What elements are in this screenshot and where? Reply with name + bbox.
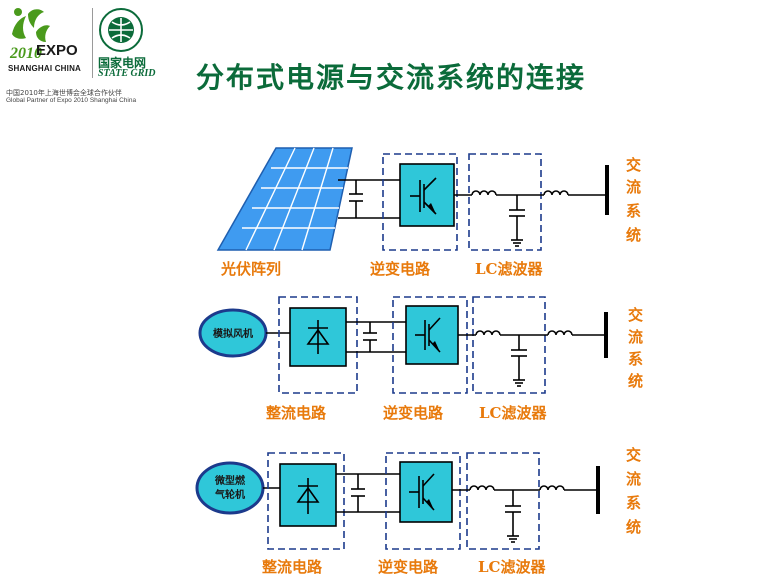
expo-2010-logo: 2010 [9,8,50,62]
rectifier-block [279,463,337,527]
partner-text-en: Global Partner of Expo 2010 Shanghai Chi… [6,97,137,104]
wind-turbine-label: 模拟风机 [213,327,253,340]
ac-system-label: 交 流 系 统 [626,446,641,536]
dc-link-wires-3 [336,473,400,513]
lc-filter-dashed-border [472,296,546,394]
state-grid-name-en: STATE GRID [98,68,156,79]
state-grid-name-cn: 国家电网 [98,56,147,70]
expo-city: SHANGHAI CHINA [8,64,82,73]
svg-text:流: 流 [626,178,641,196]
rectifier-label: 整流电路 [266,404,327,422]
diode-bridge-icon [296,478,320,514]
page-title: 分布式电源与交流系统的连接 [196,61,587,94]
inverter-dashed-border [382,153,458,251]
inverter-dashed-border [392,296,468,394]
micro-gas-turbine-label-line1: 微型燃 [214,474,246,487]
igbt-switch-icon [415,317,441,353]
svg-text:统: 统 [628,372,643,390]
expo-mascot-icon [12,8,50,42]
rectifier-dashed-border [278,296,358,394]
inverter-block [399,461,453,523]
svg-text:系: 系 [626,494,641,512]
pv-array-icon [216,147,353,251]
diode-bridge-icon [306,320,330,354]
igbt-arrow-icon [428,203,436,214]
partner-text-cn: 中国2010年上海世博会全球合作伙伴 [6,89,122,97]
micro-gas-turbine-icon [195,461,265,515]
igbt-arrow-icon [426,499,434,510]
svg-text:交: 交 [626,446,641,464]
lc-filter-dashed-border [466,452,540,550]
lc-filter-label: LC滤波器 [479,404,547,422]
inverter-block [399,163,455,227]
svg-text:流: 流 [628,328,643,346]
svg-text:流: 流 [626,470,641,488]
svg-text:统: 统 [626,226,641,244]
svg-text:交: 交 [626,156,641,174]
micro-gas-turbine-label-line2: 气轮机 [214,488,245,501]
lc-filter-circuit [458,330,606,387]
svg-text:2010: 2010 [9,45,42,62]
lc-filter-circuit [452,485,598,543]
inverter-dashed-border [385,452,461,550]
inverter-label: 逆变电路 [370,260,431,278]
pv-dc-link-wires [338,179,400,219]
igbt-arrow-icon [432,341,440,352]
inverter-block [405,305,459,365]
expo-word: EXPO [36,42,78,59]
rectifier-label: 整流电路 [262,558,323,576]
pv-array-label: 光伏阵列 [220,260,281,278]
svg-text:系: 系 [626,202,641,220]
inverter-label: 逆变电路 [383,404,444,422]
state-grid-logo-icon [99,8,143,52]
inverter-label: 逆变电路 [378,558,439,576]
ac-system-label: 交 流 系 统 [626,156,641,244]
ac-system-label: 交 流 系 统 [628,306,643,390]
svg-text:统: 统 [626,518,641,536]
logo-divider [92,8,93,78]
lc-filter-dashed-border [468,153,542,251]
lc-filter-circuit [454,190,607,247]
lc-filter-label: LC滤波器 [475,260,543,278]
lc-filter-label: LC滤波器 [478,558,546,576]
svg-text:系: 系 [628,350,643,368]
svg-text:交: 交 [628,306,643,324]
dc-link-wires-2 [346,321,408,353]
rectifier-dashed-border [267,452,345,550]
